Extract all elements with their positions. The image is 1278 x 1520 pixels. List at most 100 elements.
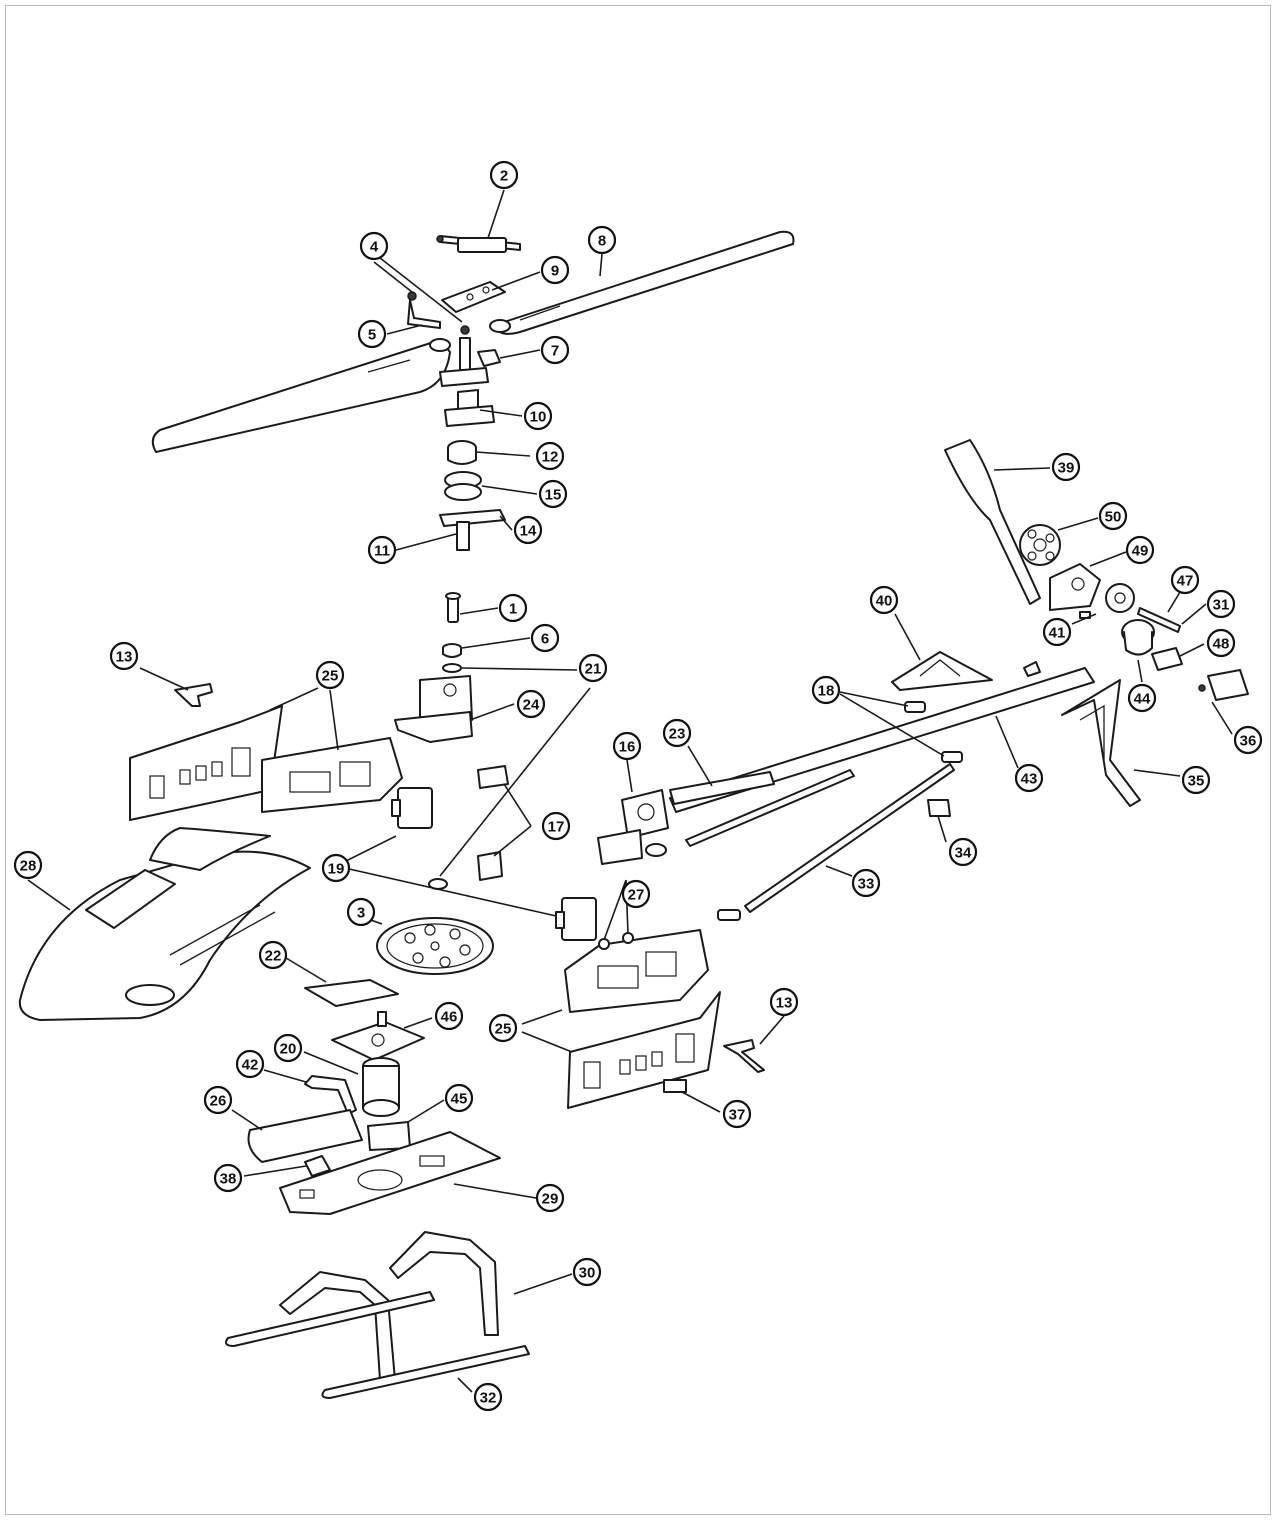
landing-skid	[225, 1231, 530, 1399]
small-bracket-left	[174, 683, 213, 707]
callout-circle	[1014, 763, 1044, 793]
callout-circle	[1127, 683, 1157, 713]
callout-40: 40	[869, 585, 899, 615]
callout-42: 42	[235, 1049, 265, 1079]
callout-25: 25	[315, 660, 345, 690]
callout-number: 34	[955, 845, 972, 862]
callout-number: 10	[530, 409, 547, 426]
callout-4: 4	[359, 231, 389, 261]
callout-circle	[203, 1085, 233, 1115]
callout-number: 47	[1177, 573, 1194, 590]
callout-circle	[235, 1049, 265, 1079]
callout-circle	[578, 653, 608, 683]
callout-7: 7	[540, 335, 570, 365]
callout-number: 46	[441, 1009, 458, 1026]
callout-number: 3	[357, 905, 365, 922]
callout-number: 49	[1132, 543, 1149, 560]
callout-circle	[572, 1257, 602, 1287]
callout-9: 9	[540, 255, 570, 285]
callout-number: 12	[542, 449, 559, 466]
callout-3: 3	[346, 897, 376, 927]
callout-number: 24	[523, 697, 540, 714]
callout-26: 26	[203, 1085, 233, 1115]
callout-number: 4	[370, 239, 379, 256]
callout-38: 38	[213, 1163, 243, 1193]
callout-6: 6	[530, 623, 560, 653]
callout-48: 48	[1206, 628, 1236, 658]
flybar	[436, 235, 521, 253]
callout-49: 49	[1125, 535, 1155, 565]
callout-number: 16	[619, 739, 636, 756]
callout-13: 13	[769, 987, 799, 1017]
callout-circle	[530, 623, 560, 653]
callout-circle	[357, 319, 387, 349]
side-frame-right-inner	[564, 929, 709, 1013]
callout-number: 14	[520, 523, 537, 540]
callout-circle	[1098, 501, 1128, 531]
callout-37: 37	[722, 1099, 752, 1129]
callout-circle	[516, 689, 546, 719]
tail-motor	[1121, 619, 1155, 656]
callout-number: 8	[598, 233, 606, 250]
connector-blocks	[428, 765, 509, 890]
callout-50: 50	[1098, 501, 1128, 531]
canopy	[18, 827, 311, 1021]
callout-34: 34	[948, 837, 978, 867]
boom-clip	[1023, 661, 1041, 677]
callout-circle	[612, 731, 642, 761]
servo-upper	[391, 787, 433, 829]
callout-39: 39	[1051, 452, 1081, 482]
callout-circle	[321, 853, 351, 883]
callout-number: 17	[548, 819, 565, 836]
tail-gear	[1079, 583, 1135, 619]
callout-2: 2	[489, 160, 519, 190]
callout-number: 44	[1134, 691, 1151, 708]
callout-number: 32	[480, 1390, 497, 1407]
callout-30: 30	[572, 1257, 602, 1287]
callout-number: 28	[20, 858, 37, 875]
callout-circle	[1206, 628, 1236, 658]
callout-circle	[1051, 452, 1081, 482]
rod-clamp	[927, 799, 951, 817]
callout-circle	[444, 1083, 474, 1113]
callout-circle	[540, 255, 570, 285]
callout-number: 5	[368, 327, 376, 344]
callout-15: 15	[538, 479, 568, 509]
callout-number: 39	[1058, 460, 1075, 477]
callout-number: 21	[585, 661, 602, 678]
callout-circle	[1042, 617, 1072, 647]
callout-number: 35	[1188, 773, 1205, 790]
callout-number: 2	[500, 168, 508, 185]
callout-number: 36	[1240, 733, 1257, 750]
tail-rotor-blade	[944, 439, 1041, 605]
upper-frame-mount	[394, 675, 473, 743]
gyro-block	[663, 1079, 687, 1093]
callout-28: 28	[13, 850, 43, 880]
callout-circle	[1125, 535, 1155, 565]
callout-circle	[1170, 565, 1200, 595]
callout-45: 45	[444, 1083, 474, 1113]
side-frame-left-outer	[129, 705, 283, 821]
callout-circle	[851, 868, 881, 898]
callout-number: 45	[451, 1091, 468, 1108]
callout-19: 19	[321, 853, 351, 883]
callout-5: 5	[357, 319, 387, 349]
callout-number: 22	[265, 948, 282, 965]
rotor-head-top	[441, 281, 506, 313]
main-shaft-assembly	[439, 337, 506, 551]
callout-22: 22	[258, 940, 288, 970]
callout-circle	[621, 879, 651, 909]
callout-circle	[662, 718, 692, 748]
callout-number: 30	[579, 1265, 596, 1282]
callout-11: 11	[367, 535, 397, 565]
callout-number: 37	[729, 1107, 746, 1124]
callout-number: 29	[542, 1191, 559, 1208]
callout-number: 41	[1049, 625, 1066, 642]
callout-number: 7	[551, 343, 559, 360]
callout-circle	[473, 1382, 503, 1412]
callout-number: 25	[322, 668, 339, 685]
vertical-fin	[1061, 679, 1141, 807]
callout-43: 43	[1014, 763, 1044, 793]
callout-circle	[538, 479, 568, 509]
callout-44: 44	[1127, 683, 1157, 713]
